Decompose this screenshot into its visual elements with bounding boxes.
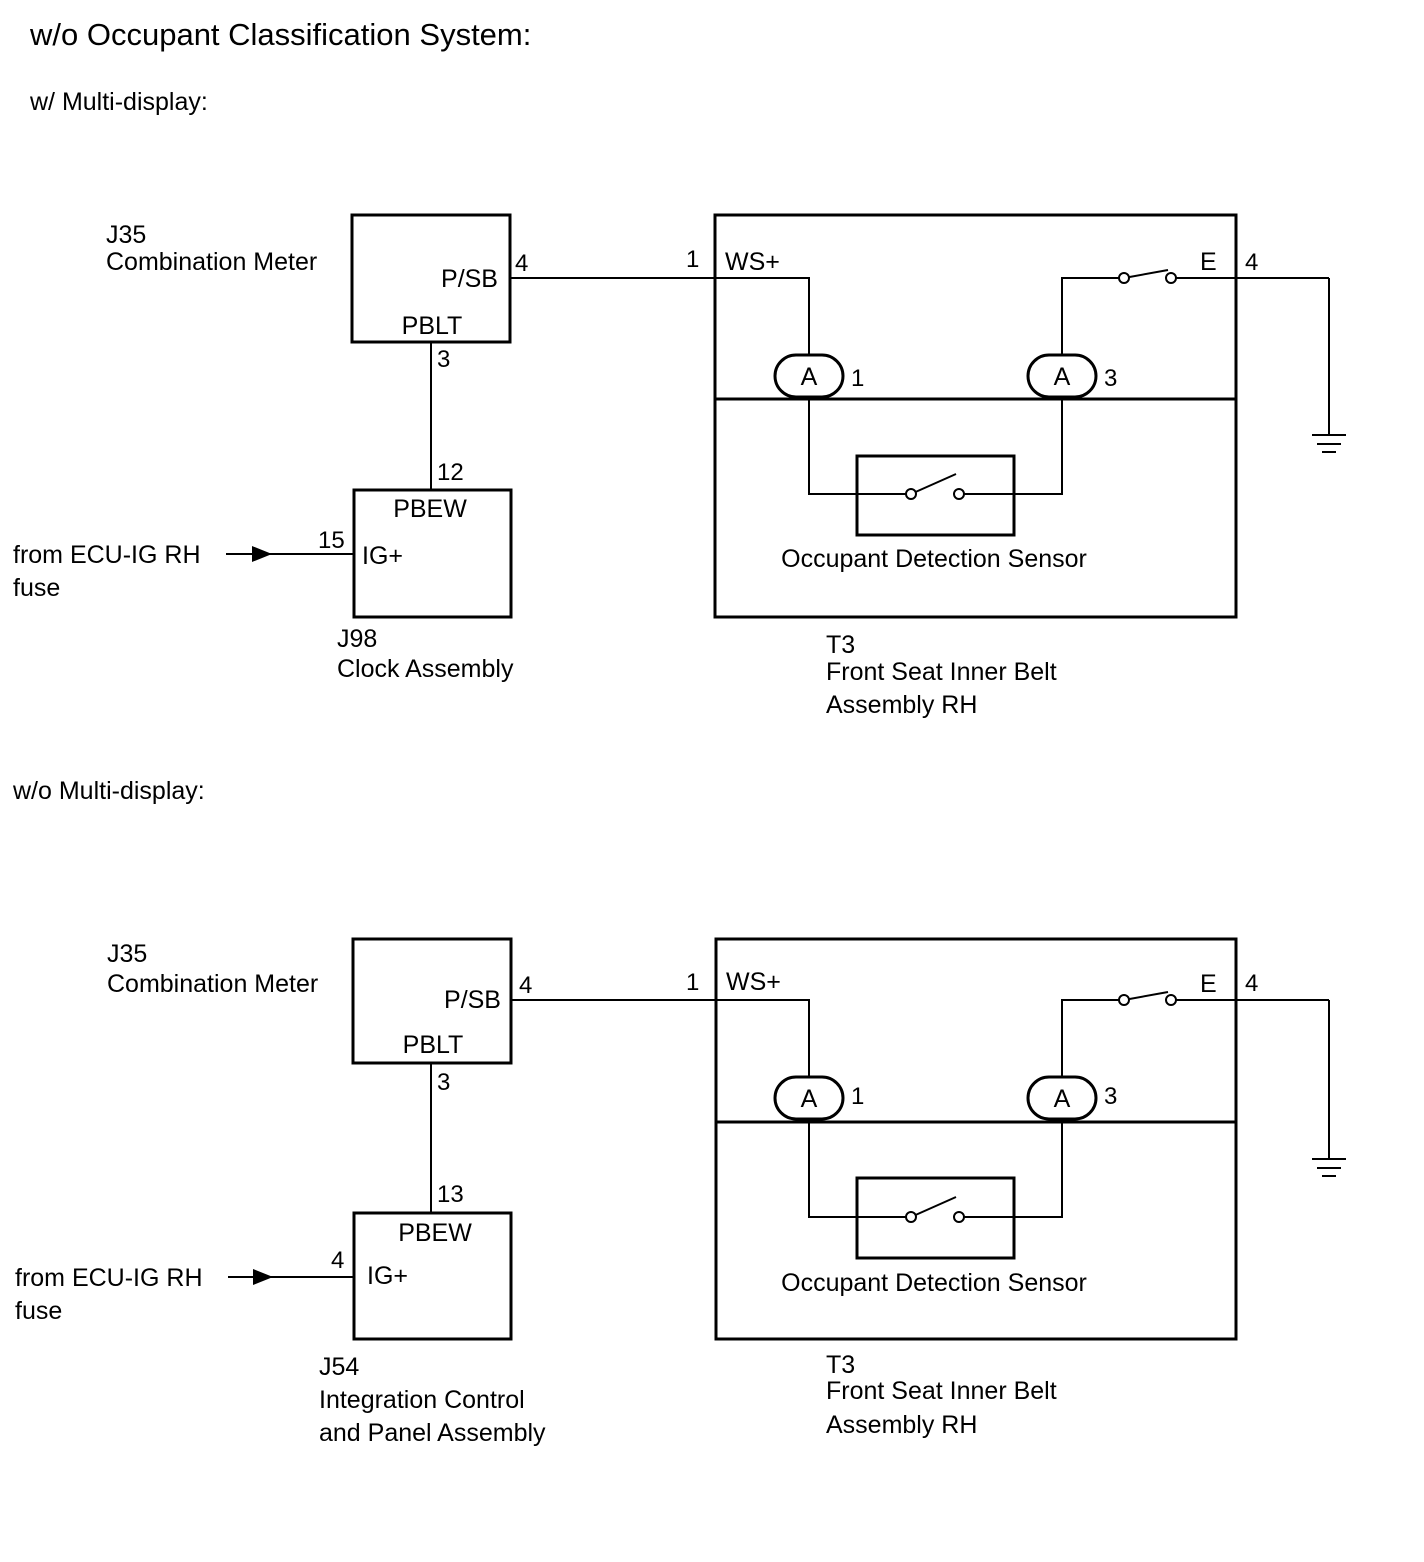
meter-pin-out: 4 <box>515 250 528 277</box>
front-seat-inner-belt: 1 WS+ E 4 A 1 A 3 Occupant Detection Sen… <box>686 937 1329 1439</box>
sensor-label: Occupant Detection Sensor <box>781 545 1087 573</box>
panel-pin-in: 4 <box>331 1247 344 1274</box>
switch-node-icon <box>905 488 917 500</box>
clock-terminal-pbew: PBEW <box>393 495 467 523</box>
sensor-switch-icon <box>910 473 957 495</box>
front-seat-inner-belt: 1 WS+ E 4 A 1 A 3 Occu <box>686 213 1329 719</box>
ground-icon <box>1312 1000 1346 1177</box>
switch-node-icon <box>953 1211 965 1223</box>
belt-terminal-e: E <box>1200 970 1217 998</box>
belt-name-line1: Front Seat Inner Belt <box>826 1377 1057 1405</box>
meter-terminal-psb: P/SB <box>441 265 498 293</box>
connector-pin-left: 1 <box>851 1083 864 1110</box>
combination-meter: J35 Combination Meter P/SB PBLT 4 3 <box>107 937 532 1096</box>
meter-name: Combination Meter <box>106 248 317 276</box>
sensor-box <box>855 1176 1016 1260</box>
section-heading: w/ Multi-display: <box>29 88 208 116</box>
panel-terminal-ig: IG+ <box>367 1262 408 1290</box>
connector-label: A <box>1054 1085 1071 1113</box>
section-without-multi-display: w/o Multi-display: J35 Combination Meter… <box>12 777 1346 1447</box>
belt-terminal-e: E <box>1200 248 1217 276</box>
connector-pin-right: 3 <box>1104 365 1117 392</box>
belt-pin-out: 4 <box>1245 249 1258 276</box>
arrow-icon <box>252 546 272 562</box>
belt-pin-in: 1 <box>686 246 699 273</box>
power-source: from ECU-IG RH fuse <box>13 541 354 602</box>
source-line2: fuse <box>15 1297 62 1325</box>
belt-terminal-ws: WS+ <box>726 968 781 996</box>
wire-ws-connector <box>715 277 810 355</box>
power-source: from ECU-IG RH fuse <box>15 1264 354 1325</box>
clock-name-line1: Clock Assembly <box>337 655 514 683</box>
meter-pin-out: 4 <box>519 972 532 999</box>
belt-box <box>714 937 1238 1341</box>
arrow-icon <box>253 1269 273 1285</box>
meter-terminal-pblt: PBLT <box>403 1031 464 1059</box>
page-title: w/o Occupant Classification System: <box>29 17 531 52</box>
belt-name-line2: Assembly RH <box>826 691 977 719</box>
switch-node-icon <box>1118 272 1130 284</box>
panel-name-line2: and Panel Assembly <box>319 1419 546 1447</box>
panel-name-line1: Integration Control <box>319 1386 525 1414</box>
wire-connector-switch <box>1061 277 1124 355</box>
switch-node-icon <box>905 1211 917 1223</box>
wire-connector-switch <box>1061 999 1124 1077</box>
source-line1: from ECU-IG RH <box>13 541 201 569</box>
switch-node-icon <box>953 488 965 500</box>
sensor-label: Occupant Detection Sensor <box>781 1269 1087 1297</box>
meter-pin-bottom: 3 <box>437 1069 450 1096</box>
section-with-multi-display: w/ Multi-display: J35 Combination Meter … <box>13 88 1346 719</box>
sensor-switch-icon <box>910 1196 957 1218</box>
connector-label: A <box>801 363 818 391</box>
wire-sensor-right <box>959 397 1063 495</box>
sensor-box <box>855 454 1016 537</box>
buckle-switch-icon <box>1123 991 1169 1001</box>
clock-assembly: 12 PBEW IG+ 15 J98 Clock Assembly <box>318 459 514 683</box>
buckle-switch-icon <box>1123 269 1169 279</box>
clock-pin-in: 15 <box>318 527 345 554</box>
ground-icon <box>1312 278 1346 453</box>
switch-node-icon <box>1118 994 1130 1006</box>
connector-pin-right: 3 <box>1104 1083 1117 1110</box>
wire-sensor-left <box>808 1119 911 1218</box>
belt-code: T3 <box>826 631 855 659</box>
meter-terminal-psb: P/SB <box>444 986 501 1014</box>
belt-terminal-ws: WS+ <box>725 248 780 276</box>
switch-node-icon <box>1165 272 1177 284</box>
belt-name-line2: Assembly RH <box>826 1411 977 1439</box>
wire-ws-connector <box>716 999 810 1077</box>
meter-name: Combination Meter <box>107 970 318 998</box>
source-line1: from ECU-IG RH <box>15 1264 203 1292</box>
panel-pin-top: 13 <box>437 1181 464 1208</box>
switch-node-icon <box>1165 994 1177 1006</box>
belt-code: T3 <box>826 1351 855 1379</box>
meter-terminal-pblt: PBLT <box>402 312 463 340</box>
section-heading: w/o Multi-display: <box>12 777 205 805</box>
source-line2: fuse <box>13 574 60 602</box>
clock-code: J98 <box>337 625 377 653</box>
connector-label: A <box>1054 363 1071 391</box>
belt-pin-in: 1 <box>686 969 699 996</box>
connector-label: A <box>801 1085 818 1113</box>
wire-sensor-left <box>808 397 911 495</box>
panel-code: J54 <box>319 1353 359 1381</box>
wire-sensor-right <box>959 1119 1063 1218</box>
belt-pin-out: 4 <box>1245 970 1258 997</box>
meter-code: J35 <box>107 940 147 968</box>
combination-meter: J35 Combination Meter P/SB PBLT 4 3 <box>106 213 528 373</box>
integration-control-panel: 13 PBEW IG+ 4 J54 Integration Control an… <box>319 1181 546 1447</box>
belt-box <box>713 213 1238 619</box>
connector-pin-left: 1 <box>851 365 864 392</box>
belt-name-line1: Front Seat Inner Belt <box>826 658 1057 686</box>
panel-terminal-pbew: PBEW <box>398 1219 472 1247</box>
clock-pin-top: 12 <box>437 459 464 486</box>
clock-terminal-ig: IG+ <box>362 542 403 570</box>
meter-pin-bottom: 3 <box>437 346 450 373</box>
meter-code: J35 <box>106 221 146 249</box>
